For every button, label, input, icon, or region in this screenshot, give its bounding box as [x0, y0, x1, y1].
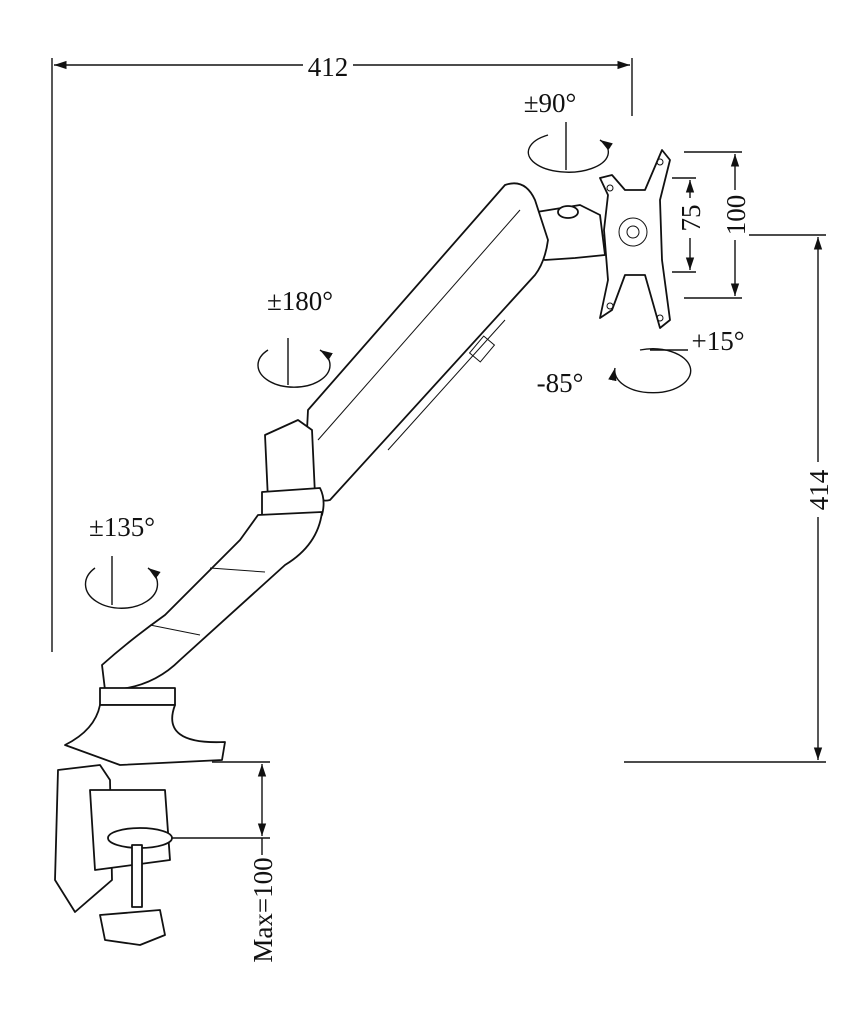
base-rotation-label: ±135°: [89, 512, 155, 542]
base: [64, 704, 226, 766]
vesa-plate: [599, 149, 671, 329]
height-label: 414: [804, 469, 834, 510]
tilt-up-label: +15°: [691, 326, 744, 356]
vesa-100-label: 100: [721, 195, 751, 236]
rotation-arrow-icon: [84, 122, 692, 609]
upper-arm: [304, 182, 549, 502]
head-swivel-label: ±90°: [524, 88, 577, 118]
elbow-joint: [264, 419, 316, 501]
width-label: 412: [308, 52, 349, 82]
clamp-dimension: Max=100: [165, 761, 278, 963]
tilt-down-label: -85°: [537, 368, 584, 398]
elbow-rotation-label: ±180°: [267, 286, 333, 316]
clamp-knob: [99, 909, 166, 946]
height-dimension: 414: [624, 234, 834, 763]
vesa-75-label: 75: [676, 205, 706, 232]
width-dimension: 412: [51, 50, 633, 652]
lower-arm: [101, 511, 323, 691]
vesa-dimensions: 75 100: [672, 151, 751, 299]
monitor-arm: [54, 149, 671, 946]
clamp-max-label: Max=100: [248, 857, 278, 962]
